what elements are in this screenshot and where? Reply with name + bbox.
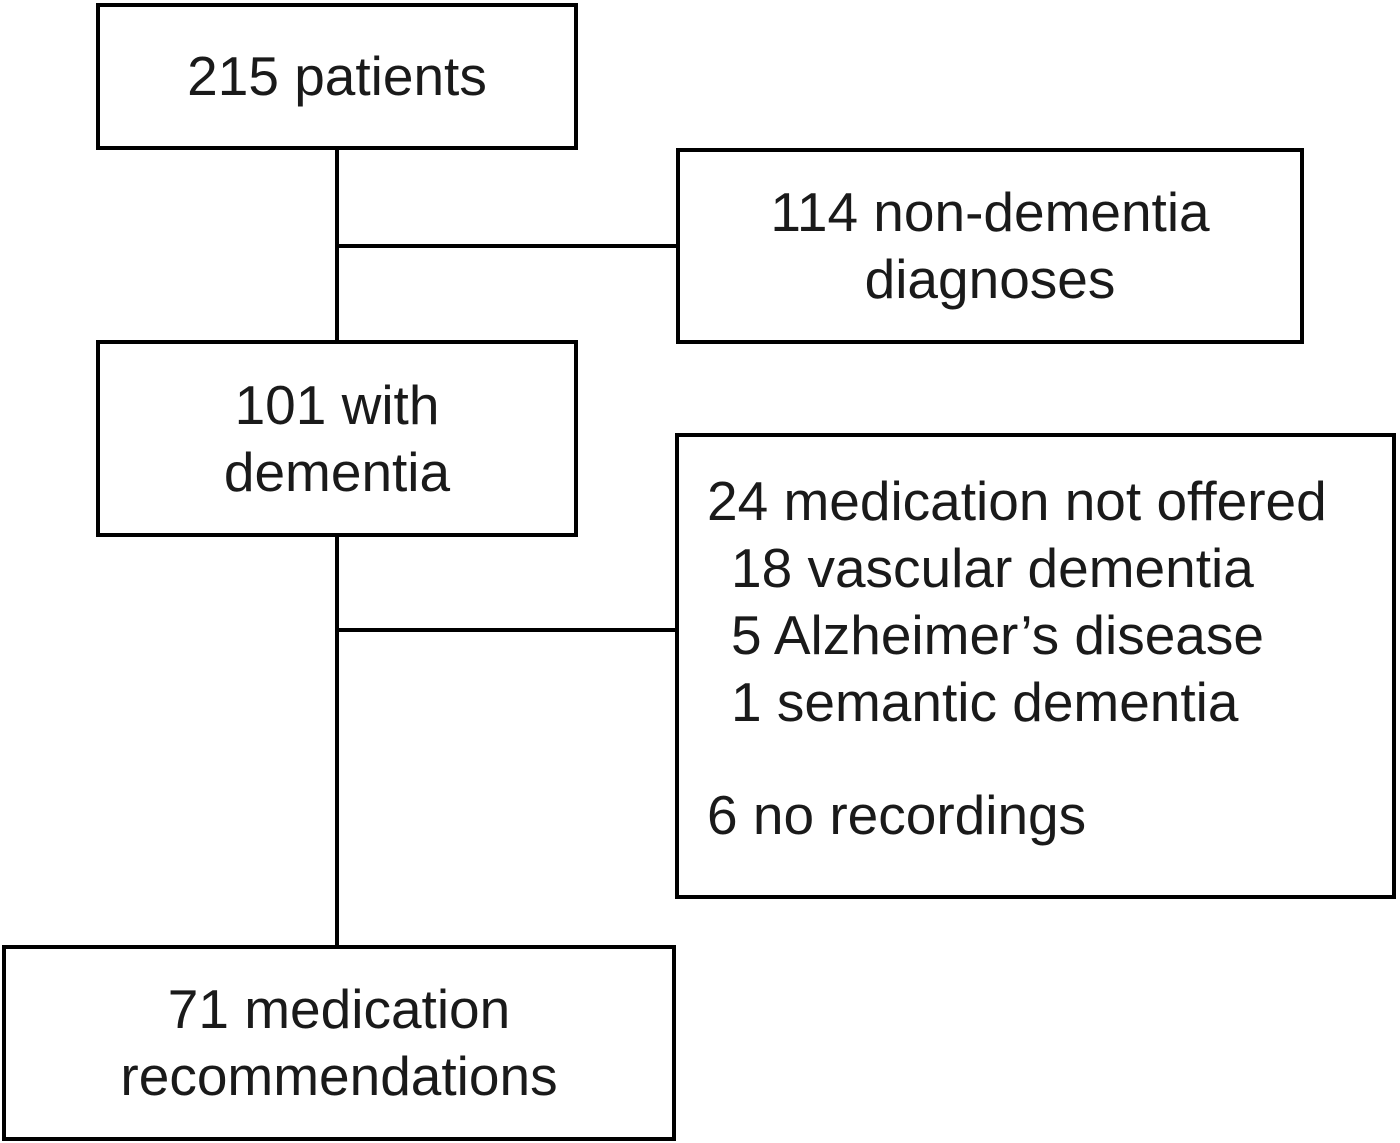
excluded-line-no-recordings: 6 no recordings: [707, 784, 1087, 846]
excluded-line-vascular-dementia: 18 vascular dementia: [731, 537, 1254, 599]
flow-box-patients: 215 patients: [96, 3, 578, 150]
connector-branch-to-non-dementia: [337, 244, 678, 248]
excluded-line-alzheimers-disease: 5 Alzheimer’s disease: [731, 604, 1264, 666]
flow-box-medication-recommendations: 71 medication recommendations: [2, 945, 676, 1141]
flow-box-dementia-text-line2: dementia: [223, 440, 451, 503]
excluded-line-semantic-dementia: 1 semantic dementia: [731, 671, 1239, 733]
flow-box-non-dementia-diagnoses: 114 non-dementia diagnoses: [676, 148, 1304, 344]
connector-branch-to-excluded: [337, 628, 677, 632]
flow-box-patients-text: 215 patients: [187, 45, 487, 107]
excluded-line-medication-not-offered: 24 medication not offered: [707, 470, 1327, 532]
flow-box-dementia-text-line1: 101 with: [234, 373, 440, 436]
flow-box-recommendations-text-line1: 71 medication: [167, 978, 511, 1040]
flow-box-with-dementia: 101 with dementia: [96, 340, 578, 537]
flow-box-recommendations-text-line2: recommendations: [120, 1045, 558, 1107]
flow-box-medication-not-offered: 24 medication not offered 18 vascular de…: [675, 433, 1396, 899]
flow-box-non-dementia-text-line2: diagnoses: [864, 248, 1116, 310]
flow-box-non-dementia-text-line1: 114 non-dementia: [770, 181, 1210, 243]
connector-dementia-to-recommendations-vertical: [335, 535, 339, 947]
